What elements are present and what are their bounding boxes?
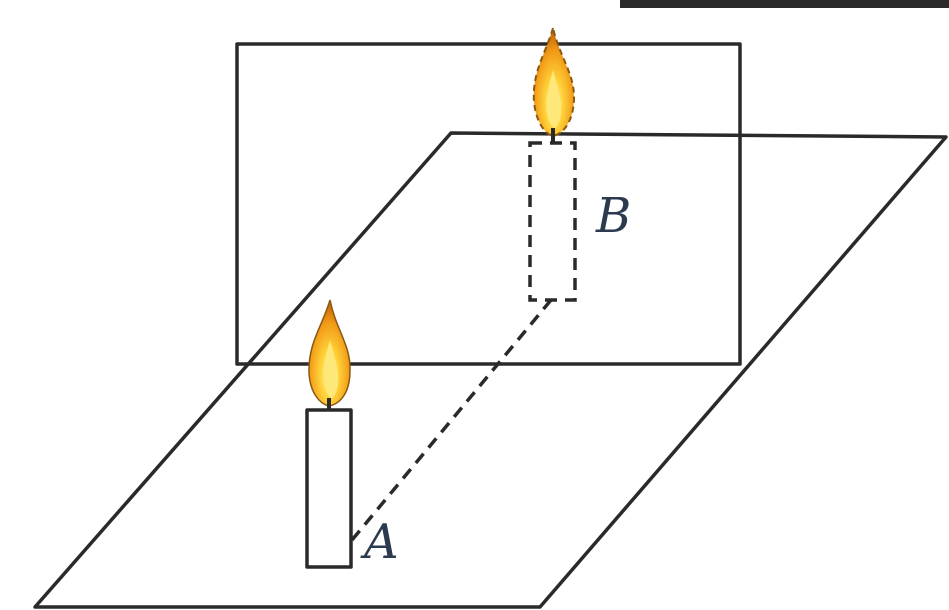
flame-icon — [308, 299, 351, 410]
label-b: B — [595, 188, 631, 244]
top-edge-bar — [620, 0, 949, 8]
label-a: A — [360, 514, 399, 570]
flame-icon — [532, 24, 576, 143]
glass-pane — [235, 42, 742, 366]
table-plane — [33, 131, 948, 609]
image-connection-dashed-line — [350, 298, 553, 542]
candle-icon — [528, 141, 577, 302]
virtual-candle-b — [528, 24, 577, 302]
real-candle-a — [305, 299, 353, 569]
candle-icon — [305, 408, 353, 569]
